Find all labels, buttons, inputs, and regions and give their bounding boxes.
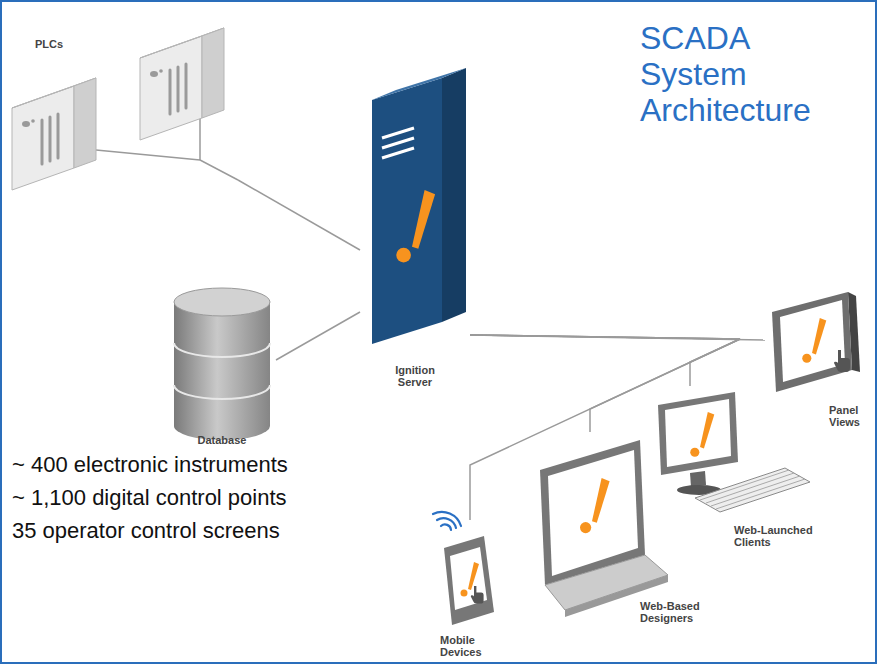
device-label: Panel Views: [829, 404, 869, 428]
database-art: [174, 288, 270, 440]
server-tower-art: [372, 68, 466, 344]
note-block: ~ 400 electronic instruments~ 1,100 digi…: [12, 448, 412, 547]
stat-note: 35 operator control screens: [12, 514, 412, 547]
device-label: Mobile Devices: [440, 634, 495, 658]
laptop-art: [540, 440, 668, 617]
panel-view-art: [772, 292, 860, 392]
stat-note: ~ 400 electronic instruments: [12, 448, 412, 481]
desktop-art: [658, 392, 810, 512]
database-cylinder: Database: [168, 282, 276, 457]
device-label: Ignition Server: [383, 364, 447, 388]
device-label: PLCs: [35, 38, 75, 50]
panel-view: Panel Views: [765, 286, 873, 446]
network-cable: [276, 312, 360, 360]
device-label: Web-Based Designers: [640, 600, 710, 624]
network-cable: [470, 335, 740, 386]
server-tower: Ignition Server: [360, 66, 470, 396]
plc-group: PLCs: [8, 28, 238, 198]
plc-units: [12, 28, 238, 190]
network-cable: [238, 180, 360, 250]
device-label: Database: [182, 434, 262, 446]
diagram-title: SCADA System Architecture: [640, 20, 845, 128]
mobile-device: Mobile Devices: [436, 520, 516, 662]
device-label: Web-Launched Clients: [734, 524, 849, 548]
stat-note: ~ 1,100 digital control points: [12, 481, 412, 514]
mobile-art: [433, 512, 494, 625]
client-workstation: Web-Launched Clients: [652, 386, 852, 568]
designer-laptop: Web-Based Designers: [528, 432, 713, 657]
